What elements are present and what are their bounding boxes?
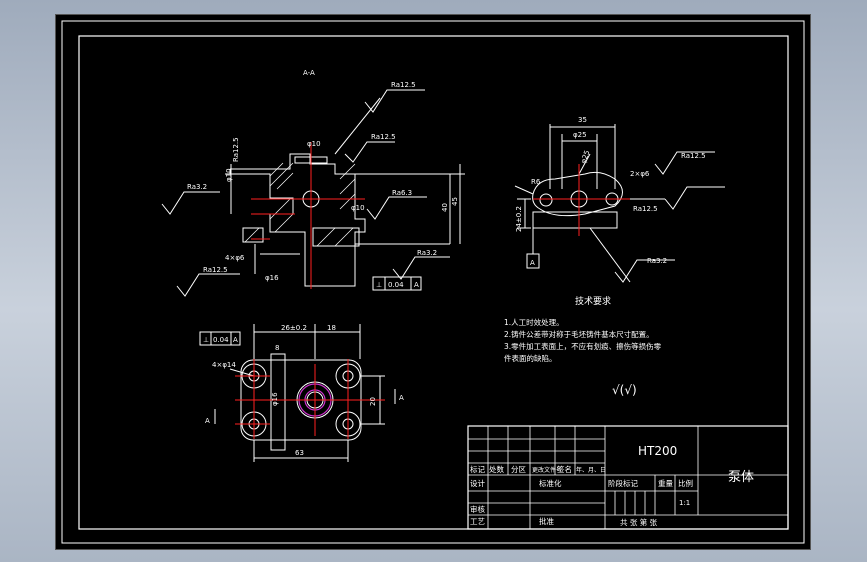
- dim-40: 40: [441, 203, 449, 212]
- ra-bottom: Ra12.5: [203, 266, 228, 274]
- tol2-value: 0.04: [213, 336, 229, 344]
- ra-mid: Ra12.5: [371, 133, 396, 141]
- side-view: [514, 124, 725, 283]
- tol2-datum: A: [233, 336, 238, 344]
- dim-2phi6: 2×φ6: [630, 170, 650, 178]
- dim-35: 35: [578, 116, 587, 124]
- scale: 比例: [678, 478, 693, 488]
- row-standard: 标准化: [539, 478, 562, 488]
- dim-45: 45: [451, 197, 459, 206]
- dim-20: 20: [369, 397, 377, 406]
- tech-note-4: 件表面的缺陷。: [504, 353, 557, 363]
- tol-value: 0.04: [388, 281, 404, 289]
- hdr-zone: 分区: [511, 465, 526, 474]
- ra-right-bottom: Ra3.2: [647, 257, 667, 265]
- ra-top: Ra12.5: [391, 81, 416, 89]
- view-marker-left: A: [205, 417, 210, 425]
- tolerance-frame-2: ⊥ 0.04 A: [199, 331, 241, 346]
- dim-phi10: φ10: [307, 140, 321, 148]
- weight: 重量: [658, 479, 673, 488]
- ra-bottom-right: Ra3.2: [417, 249, 437, 257]
- section-view: [225, 153, 465, 287]
- dim-63: 63: [295, 449, 304, 457]
- tol-symbol: ⊥: [376, 281, 382, 289]
- drawing-viewport[interactable]: A-A: [55, 14, 811, 550]
- hdr-mark: 标记: [470, 464, 485, 474]
- hdr-file: 更改文件号: [532, 466, 562, 474]
- dim-18: 18: [327, 324, 336, 332]
- inner-border: [78, 35, 789, 530]
- hdr-count: 处数: [489, 464, 504, 474]
- datum-a: A: [530, 259, 535, 267]
- ra-vertical: Ra12.5: [232, 137, 240, 162]
- tech-title: 技术要求: [575, 295, 611, 307]
- hdr-date: 年、月、日: [576, 466, 606, 474]
- scale-value: 1:1: [679, 499, 690, 507]
- ra-left: Ra3.2: [187, 183, 207, 191]
- title-block: [467, 425, 789, 530]
- row-check: 审核: [470, 504, 485, 514]
- stage-mark: 阶段标记: [608, 478, 638, 488]
- dim-16: φ16: [271, 392, 279, 406]
- dim-25: φ25: [573, 131, 587, 139]
- dim-25-angle: φ25: [579, 149, 591, 164]
- sheets: 共 张 第 张: [620, 517, 658, 527]
- ra-right-top: Ra12.5: [681, 152, 706, 160]
- dim-phi16: φ16: [265, 274, 279, 282]
- ra-right-mid: Ra12.5: [633, 205, 658, 213]
- tech-note-3: 3.零件加工表面上，不应有划痕、擦伤等损伤零: [504, 341, 662, 351]
- tech-note-2: 2.铸件公差带对称于毛坯铸件基本尺寸配置。: [504, 329, 654, 339]
- part-name: 泵体: [728, 470, 754, 485]
- dim-r6: R6: [531, 178, 541, 186]
- ra-63: Ra6.3: [392, 189, 412, 197]
- tol-datum: A: [414, 281, 419, 289]
- material: HT200: [638, 444, 677, 458]
- dim-4phi6: 4×φ6: [225, 254, 245, 262]
- roughness-note: √(√): [612, 383, 637, 397]
- row-process: 工艺: [470, 517, 485, 526]
- tol2-symbol: ⊥: [203, 336, 209, 344]
- outer-border: [61, 20, 805, 544]
- dim-phi10-b: φ10: [351, 204, 365, 212]
- tolerance-frame: ⊥ 0.04 A: [372, 276, 422, 291]
- dim-26: 26±0.2: [281, 324, 307, 332]
- dim-24: 24±0.2: [515, 206, 523, 232]
- dim-phi10-tol: φ10: [225, 168, 233, 182]
- hdr-sign: 签名: [557, 464, 572, 474]
- plan-view: [214, 324, 396, 462]
- dim-8: 8: [275, 344, 279, 352]
- dim-4phi14: 4×φ14: [212, 361, 236, 369]
- tech-note-1: 1.人工时效处理。: [504, 317, 564, 327]
- row-approve: 批准: [539, 516, 554, 526]
- section-label: A-A: [303, 69, 315, 77]
- view-marker-right: A: [399, 394, 404, 402]
- cad-drawing: A-A: [61, 20, 805, 544]
- row-design: 设计: [470, 478, 485, 488]
